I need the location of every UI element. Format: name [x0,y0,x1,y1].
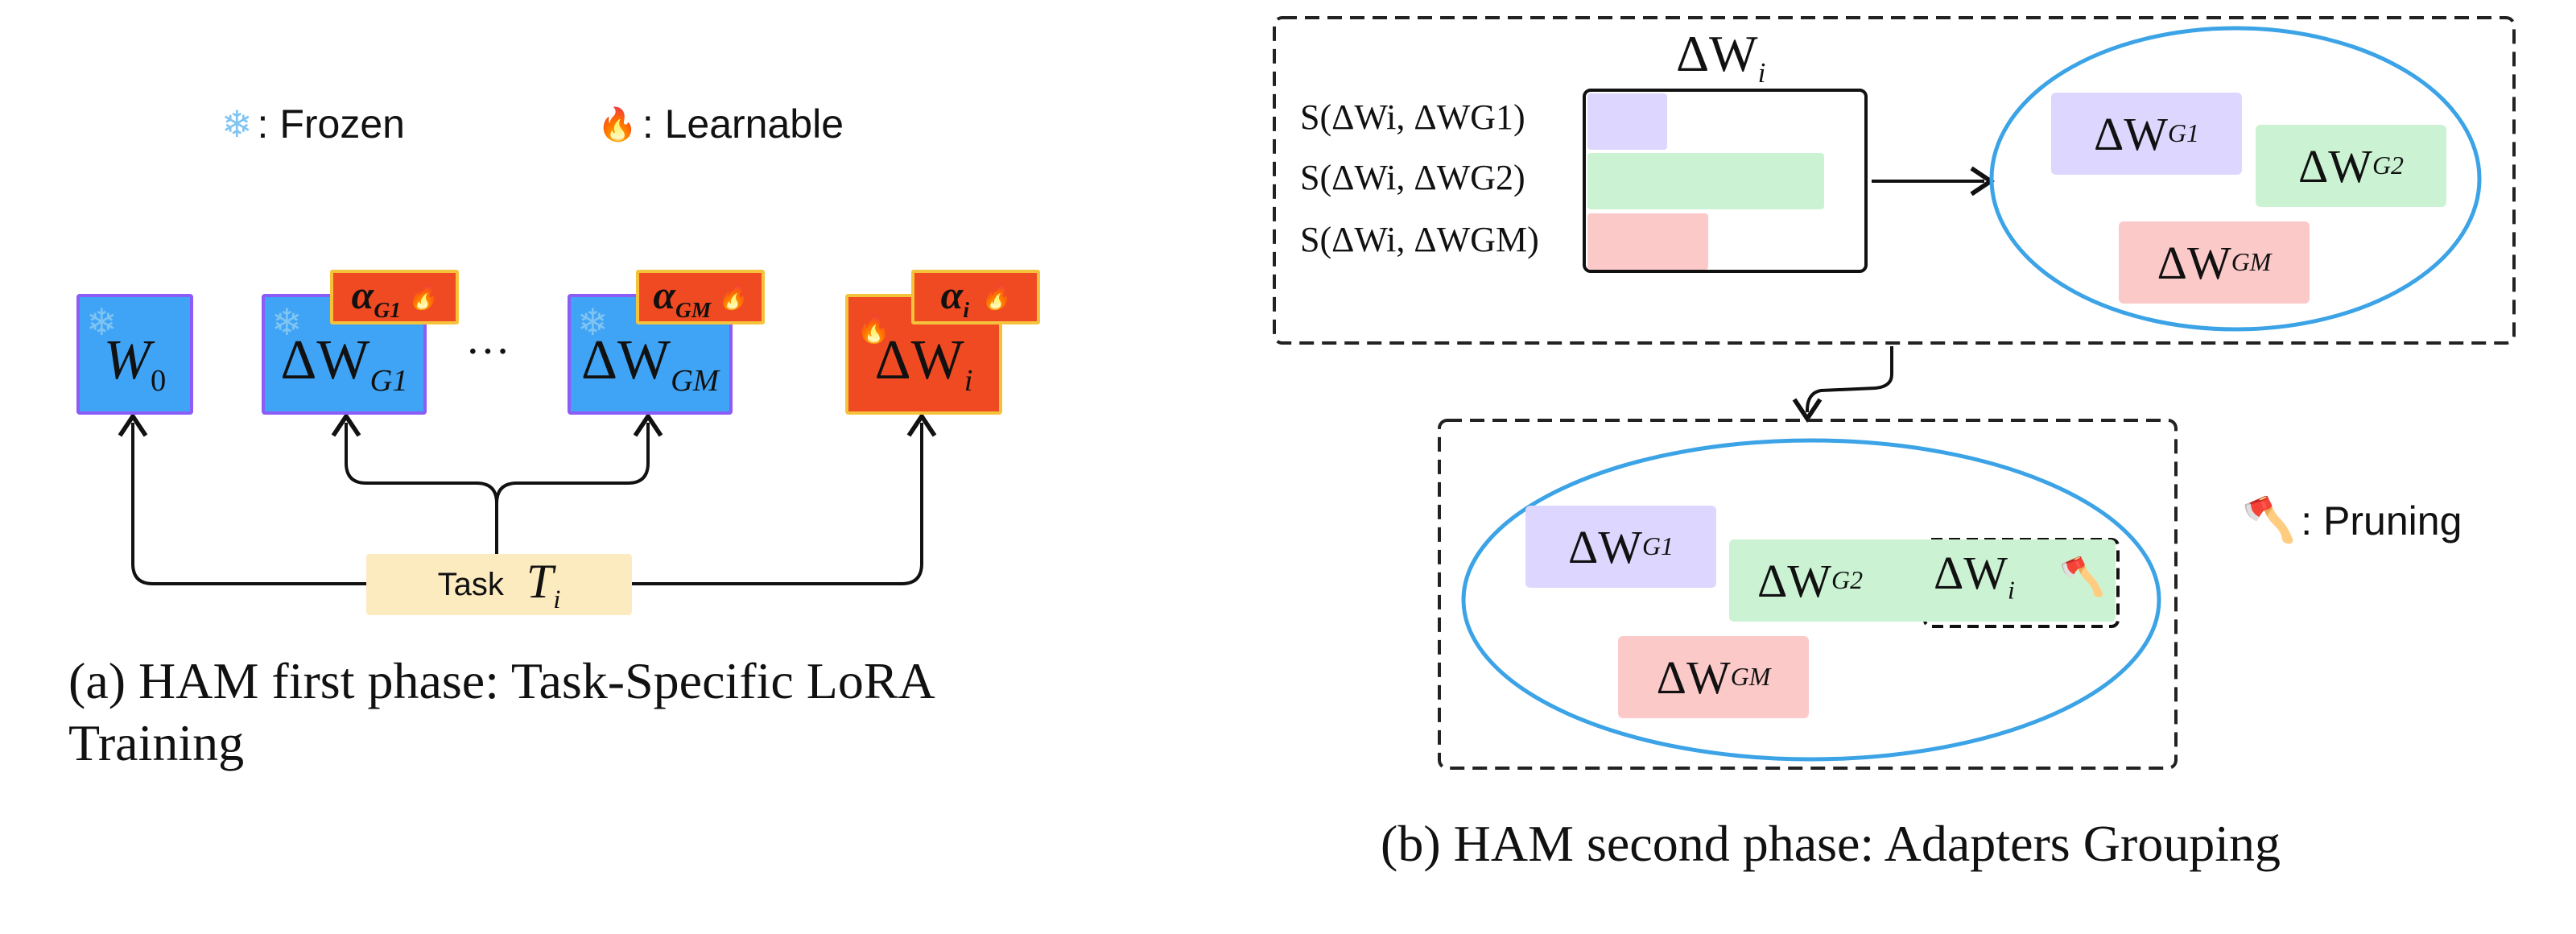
alpha-gm-label: αGM [653,272,712,322]
similarity-bar-g2 [1587,153,1824,209]
axe-icon: 🪓 [2059,556,2106,597]
arrow-to-delta-i [632,411,937,585]
flame-icon: 🔥 [980,283,1011,311]
similarity-label-g1: S(ΔWi, ΔWG1) [1300,97,1525,137]
phase1-caption-line1: (a) HAM first phase: Task-Specific LoRA [68,652,935,709]
legend-learnable: 🔥 : Learnable [597,101,844,147]
snowflake-icon: ❄ [86,302,118,343]
fork-stem [331,411,498,557]
delta-w-i-label: ΔWi [874,329,973,398]
delta-w-g1-label: ΔWG1 [280,329,408,398]
groups-ellipse-bottom [1461,438,2161,762]
similarity-score-box [1583,89,1868,273]
flame-icon: 🔥 [717,283,748,311]
alpha-gm-box: αGM 🔥 [636,270,765,324]
legend-frozen-label: : Frozen [257,101,405,147]
pruned-adapter-label: ΔWi [1934,547,2015,605]
flame-icon: 🔥 [407,283,438,311]
delta-w-gm-label: ΔWGM [581,329,719,398]
groups-ellipse-top [1989,26,2482,332]
legend-frozen: ❄ : Frozen [221,101,405,147]
snowflake-icon: ❄ [577,302,609,343]
alpha-i-box: αi 🔥 [911,270,1040,324]
w0-label: W0 [103,329,167,398]
alpha-g1-label: αG1 [351,272,401,322]
task-variable: Ti [526,555,561,614]
snowflake-icon: ❄ [271,302,303,343]
w0-frozen-box: ❄ W0 [76,294,193,415]
score-box-title: ΔWi [1676,25,1766,89]
phase2-caption: (b) HAM second phase: Adapters Grouping [1381,815,2281,872]
similarity-label-gm: S(ΔWi, ΔWGM) [1300,220,1539,259]
snowflake-icon: ❄ [221,103,253,145]
fork-right [495,411,663,504]
legend-learnable-label: : Learnable [642,101,844,147]
legend-pruning-label: : Pruning [2301,498,2462,543]
flame-icon: 🔥 [857,315,891,345]
phase1-caption-line2: Training [68,713,245,771]
phase1-caption: (a) HAM first phase: Task-Specific LoRA … [68,651,1115,775]
alpha-i-label: αi [940,272,969,322]
arrow-to-w0 [118,411,366,585]
phase2-top-container [1273,16,2516,345]
arrow-to-phase2-bottom [1792,346,1893,424]
similarity-label-g2: S(ΔWi, ΔWG2) [1300,158,1525,197]
axe-icon: 🪓 [2242,496,2297,544]
ellipsis: ··· [465,327,510,377]
similarity-bar-gm [1587,213,1708,270]
task-word: Task [437,566,504,602]
legend-pruning: 🪓 : Pruning [2242,495,2462,546]
flame-icon: 🔥 [597,106,638,143]
similarity-bar-g1 [1587,93,1667,150]
alpha-g1-box: αG1 🔥 [330,270,459,324]
task-box: Task Ti [366,554,632,615]
